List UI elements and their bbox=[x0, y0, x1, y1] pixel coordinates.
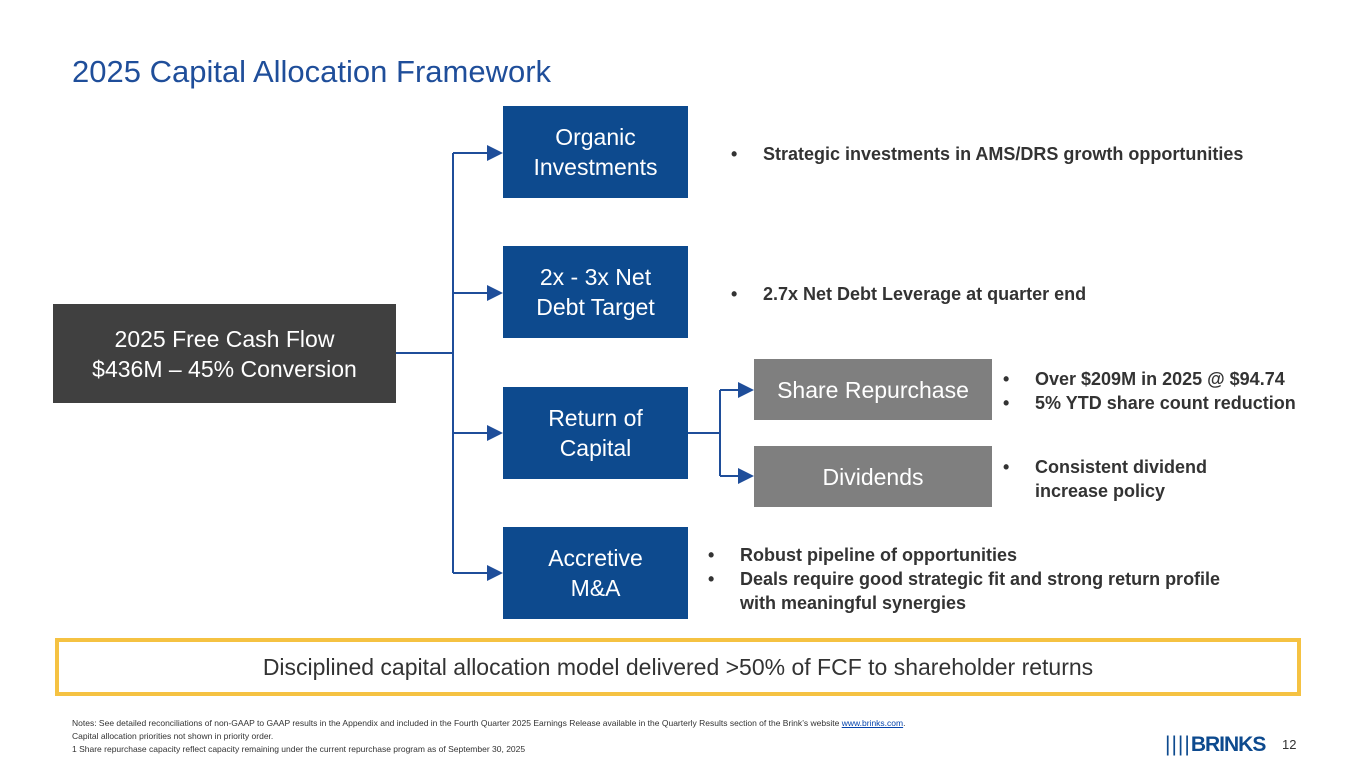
bullet-item: • Over $209M in 2025 @ $94.74 bbox=[1003, 367, 1296, 391]
free-cash-flow-box: 2025 Free Cash Flow $436M – 45% Conversio… bbox=[53, 304, 396, 403]
box-label: Capital bbox=[559, 435, 632, 461]
dividend-bullets: • Consistent dividend increase policy bbox=[1003, 455, 1243, 503]
organic-bullets: • Strategic investments in AMS/DRS growth… bbox=[731, 142, 1243, 166]
repurchase-bullets: • Over $209M in 2025 @ $94.74 • 5% YTD sha… bbox=[1003, 367, 1296, 415]
fcf-line1: 2025 Free Cash Flow bbox=[114, 325, 335, 352]
bullet-item: • 5% YTD share count reduction bbox=[1003, 391, 1296, 415]
bullet-item: • Strategic investments in AMS/DRS growth… bbox=[731, 142, 1243, 166]
box-label: Dividends bbox=[822, 463, 924, 490]
bullet-item: • Deals require good strategic fit and st… bbox=[708, 567, 1228, 615]
connector-lines bbox=[396, 145, 754, 581]
bullet-icon: • bbox=[1003, 393, 1010, 413]
return-of-capital-box: Return of Capital bbox=[503, 387, 688, 479]
box-label: M&A bbox=[570, 575, 621, 601]
brinks-logo: ||||BRINKS bbox=[1165, 733, 1267, 757]
bullet-text: Strategic investments in AMS/DRS growth … bbox=[763, 144, 1244, 164]
bullet-icon: • bbox=[731, 144, 738, 164]
box-label: Organic bbox=[555, 124, 636, 150]
note-line: 1 Share repurchase capacity reflect capa… bbox=[72, 744, 526, 754]
box-label: 2x - 3x Net bbox=[539, 264, 652, 290]
bullet-icon: • bbox=[731, 284, 738, 304]
bullet-text: 2.7x Net Debt Leverage at quarter end bbox=[763, 284, 1087, 304]
ma-bullets: • Robust pipeline of opportunities • Deals… bbox=[708, 543, 1228, 615]
bullet-item: • Robust pipeline of opportunities bbox=[708, 543, 1228, 567]
logo-bars-icon: |||| bbox=[1165, 733, 1191, 756]
bullet-icon: • bbox=[1003, 369, 1010, 389]
fcf-line2: $436M – 45% Conversion bbox=[92, 355, 357, 382]
bullet-icon: • bbox=[708, 545, 715, 565]
logo-text: BRINKS bbox=[1190, 733, 1267, 756]
page-number: 12 bbox=[1282, 737, 1297, 752]
share-repurchase-box: Share Repurchase bbox=[754, 359, 992, 420]
bullet-text: Robust pipeline of opportunities bbox=[740, 545, 1017, 565]
callout-banner: Disciplined capital allocation model del… bbox=[55, 638, 1301, 696]
note-line: Capital allocation priorities not shown … bbox=[72, 731, 274, 741]
debt-bullets: • 2.7x Net Debt Leverage at quarter end bbox=[731, 282, 1086, 306]
note-text: Notes: See detailed reconciliations of n… bbox=[72, 718, 842, 728]
page-title: 2025 Capital Allocation Framework bbox=[72, 54, 552, 89]
callout-text: Disciplined capital allocation model del… bbox=[262, 653, 1094, 680]
bullet-text: 5% YTD share count reduction bbox=[1035, 393, 1296, 413]
bullet-text: Consistent dividend increase policy bbox=[1035, 457, 1208, 501]
website-link[interactable]: www.brinks.com bbox=[841, 718, 904, 728]
bullet-icon: • bbox=[1003, 457, 1010, 477]
note-text: . bbox=[903, 718, 906, 728]
footnotes: Notes: See detailed reconciliations of n… bbox=[72, 717, 905, 756]
bullet-text: Deals require good strategic fit and str… bbox=[740, 569, 1221, 613]
bullet-item: • 2.7x Net Debt Leverage at quarter end bbox=[731, 282, 1086, 306]
dividends-box: Dividends bbox=[754, 446, 992, 507]
note-line: Notes: See detailed reconciliations of n… bbox=[72, 717, 905, 730]
box-label: Return of bbox=[548, 405, 643, 431]
box-label: Accretive bbox=[548, 545, 643, 571]
box-label: Share Repurchase bbox=[777, 376, 969, 403]
box-label: Investments bbox=[533, 154, 658, 180]
bullet-text: Over $209M in 2025 @ $94.74 bbox=[1035, 369, 1285, 389]
bullet-item: • Consistent dividend increase policy bbox=[1003, 455, 1243, 503]
box-label: Debt Target bbox=[536, 294, 655, 320]
bullet-icon: • bbox=[708, 569, 715, 589]
